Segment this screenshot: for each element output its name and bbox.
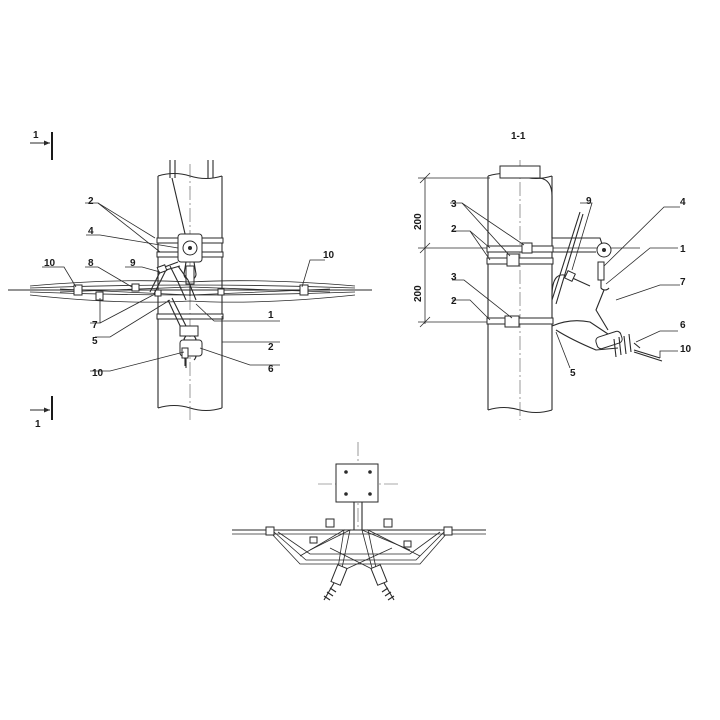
wire-ring-plan	[232, 518, 486, 565]
label-4: 4	[88, 226, 94, 237]
insulator-sheds	[613, 333, 641, 358]
s-label-6: 6	[680, 320, 686, 331]
bracket-section	[551, 211, 612, 305]
insulator-left-plan	[323, 564, 348, 601]
s-label-2-top: 2	[451, 224, 457, 235]
label-8: 8	[88, 258, 94, 269]
leaders-front	[42, 202, 325, 372]
label-1: 1	[268, 310, 274, 321]
plan-view	[232, 442, 486, 601]
band-section-lower	[486, 315, 554, 328]
dimension-upper: 200	[413, 213, 424, 230]
label-9: 9	[130, 258, 136, 269]
pole-plate	[335, 463, 379, 503]
s-label-3-top: 3	[451, 199, 457, 210]
s-label-1: 1	[680, 244, 686, 255]
label-5: 5	[92, 336, 98, 347]
label-10-bottom: 10	[92, 368, 104, 379]
leaders-section	[450, 202, 680, 369]
s-label-5: 5	[570, 368, 576, 379]
section-title: 1-1	[511, 131, 526, 142]
s-label-10: 10	[680, 344, 692, 355]
droppers-plan	[299, 529, 421, 571]
labels-section: 3 2 9 4 1 3 2 7 6 10 5	[451, 196, 692, 379]
insulator-section	[551, 289, 663, 362]
s-label-9: 9	[586, 196, 592, 207]
section-mark-top: 1	[30, 130, 53, 160]
band-section-upper	[486, 242, 554, 267]
label-2-bottom: 2	[268, 342, 274, 353]
front-view: 1 1	[8, 130, 372, 430]
section-view: 1-1 200 200	[413, 131, 692, 420]
s-label-7: 7	[680, 277, 686, 288]
label-6: 6	[268, 364, 274, 375]
section-mark-bottom-label: 1	[35, 419, 41, 430]
pole-section	[487, 160, 553, 420]
label-7: 7	[92, 320, 98, 331]
dimension-lower: 200	[413, 285, 424, 302]
label-10-right: 10	[323, 250, 335, 261]
s-label-4: 4	[680, 197, 686, 208]
section-mark-bottom: 1	[30, 396, 53, 430]
insulator-right-plan	[370, 564, 395, 601]
label-2-top: 2	[88, 196, 94, 207]
section-mark-top-label: 1	[33, 130, 39, 141]
wire-bundle-front	[8, 280, 372, 303]
labels-front: 2 4 10 8 9 10 7 1 5 2 6 10	[44, 196, 335, 379]
suspension-lower-front	[167, 297, 203, 368]
label-10-left: 10	[44, 258, 56, 269]
s-label-2-bottom: 2	[451, 296, 457, 307]
s-label-3-bottom: 3	[451, 272, 457, 283]
band-lower	[156, 313, 224, 320]
fitting-9-front	[149, 261, 197, 301]
